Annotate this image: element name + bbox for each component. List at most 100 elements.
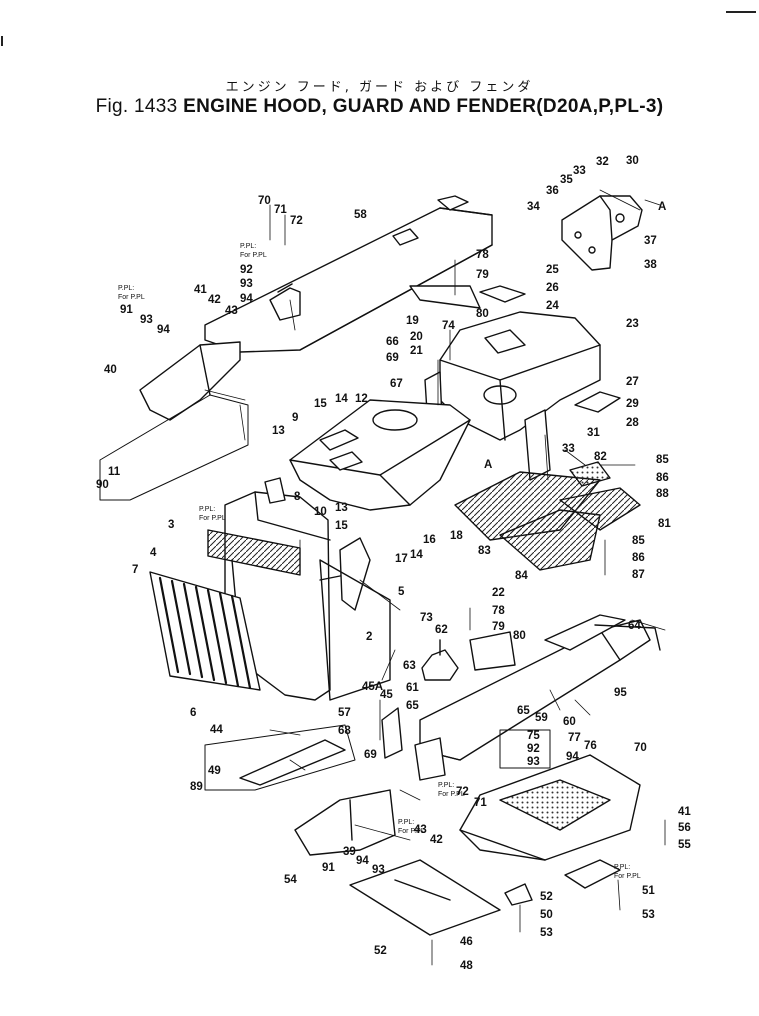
callout-number: 70 (258, 195, 271, 207)
callout-number: 50 (540, 909, 553, 921)
callout-number: 25 (546, 264, 559, 276)
callout-note: For P.PL (240, 252, 267, 259)
callout-number: 86 (656, 472, 669, 484)
callout-note: P.PL: (398, 819, 414, 826)
callout-number: 94 (157, 324, 170, 336)
callout-number: 78 (492, 605, 505, 617)
bracket-73 (469, 631, 516, 671)
callout-number: 24 (546, 300, 559, 312)
callout-number: 45 (380, 689, 393, 701)
callout-number: 12 (355, 393, 368, 405)
callout-number: 53 (540, 927, 553, 939)
callout-number: 90 (96, 479, 109, 491)
callout-number: 65 (406, 700, 419, 712)
callout-number: 14 (335, 393, 348, 405)
callout-number: 91 (322, 862, 335, 874)
callout-number: 20 (410, 331, 423, 343)
callout-number: 71 (274, 204, 287, 216)
callout-number: 46 (460, 936, 473, 948)
callout-number: 5 (398, 586, 405, 598)
callout-number: 85 (632, 535, 645, 547)
frame-58 (204, 195, 493, 353)
callout-note: P.PL: (199, 506, 215, 513)
callout-number: 93 (527, 756, 540, 768)
figure-caption: ENGINE HOOD, GUARD AND FENDER(D20A,P,PL-… (183, 96, 664, 117)
callout-number: 59 (535, 712, 548, 724)
bracket-65 (381, 707, 403, 759)
callout-number: 7 (132, 564, 138, 576)
callout-number: 28 (626, 417, 639, 429)
guard-39 (294, 789, 396, 856)
callout-number: 49 (208, 765, 221, 777)
figure-title-japanese: エンジン フード, ガード および フェンダ (225, 80, 534, 95)
callout-note: P.PL: (614, 864, 630, 871)
callout-number: 93 (240, 278, 253, 290)
callout-number: 76 (584, 740, 597, 752)
plate-50 (504, 883, 533, 906)
callout-number: 66 (386, 336, 399, 348)
callout-number: 94 (566, 751, 579, 763)
callout-number: 27 (626, 376, 639, 388)
callout-number: 56 (678, 822, 691, 834)
callout-number: 33 (562, 443, 575, 455)
callout-number: 8 (294, 491, 301, 503)
callout-number: 92 (527, 743, 540, 755)
callout-number: 89 (190, 781, 203, 793)
callout-number: 18 (450, 530, 463, 542)
floor-plates-83-84-81 (454, 461, 641, 571)
callout-number: 70 (634, 742, 647, 754)
callout-number: 55 (678, 839, 691, 851)
callout-number: 80 (513, 630, 526, 642)
callout-number: 43 (414, 824, 427, 836)
callout-number: 2 (366, 631, 372, 643)
callout-number: 65 (517, 705, 530, 717)
callout-number: 41 (194, 284, 207, 296)
callout-number: 72 (290, 215, 303, 227)
callout-number: 6 (190, 707, 196, 719)
callout-number: 16 (423, 534, 436, 546)
callout-number: 31 (587, 427, 600, 439)
plate-89 (239, 739, 346, 786)
grille-5 (149, 571, 261, 691)
callout-number: 67 (390, 378, 403, 390)
callout-number: 74 (442, 320, 455, 332)
callout-number: 73 (420, 612, 433, 624)
callout-number: 72 (456, 786, 469, 798)
callout-number: 52 (540, 891, 553, 903)
callout-number: 22 (492, 587, 505, 599)
pedestal-61 (421, 639, 459, 681)
callout-number: 77 (568, 732, 581, 744)
callout-number: 78 (476, 249, 489, 261)
callout-number: 91 (120, 304, 133, 316)
callout-note: For P.PL (614, 873, 641, 880)
callout-note: For P.PL (118, 294, 145, 301)
callout-number: 23 (626, 318, 639, 330)
under-guard-49 (459, 754, 641, 861)
underguard-46 (349, 859, 501, 936)
callout-number: 75 (527, 730, 540, 742)
callout-number: 83 (478, 545, 491, 557)
callout-number: 47 (0, 0, 13, 3)
frame-57 (419, 614, 661, 761)
callout-number: 71 (474, 797, 487, 809)
callout-number: 30 (626, 155, 639, 167)
callout-number: 32 (596, 156, 609, 168)
inset-box-92-94 (499, 729, 551, 769)
callout-number: 39 (343, 846, 356, 858)
callout-number: 88 (656, 488, 669, 500)
plate-51 (564, 859, 621, 889)
callout-number: 40 (104, 364, 117, 376)
callout-number: 79 (492, 621, 505, 633)
callout-notes: P.PL:For P.PLP.PL:For P.PLP.PL:For P.PLP… (118, 243, 641, 880)
callout-number: 17 (395, 553, 408, 565)
callout-number: 54 (284, 874, 297, 886)
side-panel-45 (319, 559, 391, 701)
outline-box-89 (204, 724, 356, 791)
callout-number: 95 (614, 687, 627, 699)
callout-number: 11 (108, 466, 121, 478)
callout-number: 43 (225, 305, 238, 317)
callout-number: 42 (208, 294, 221, 306)
callout-number: 35 (560, 174, 573, 186)
